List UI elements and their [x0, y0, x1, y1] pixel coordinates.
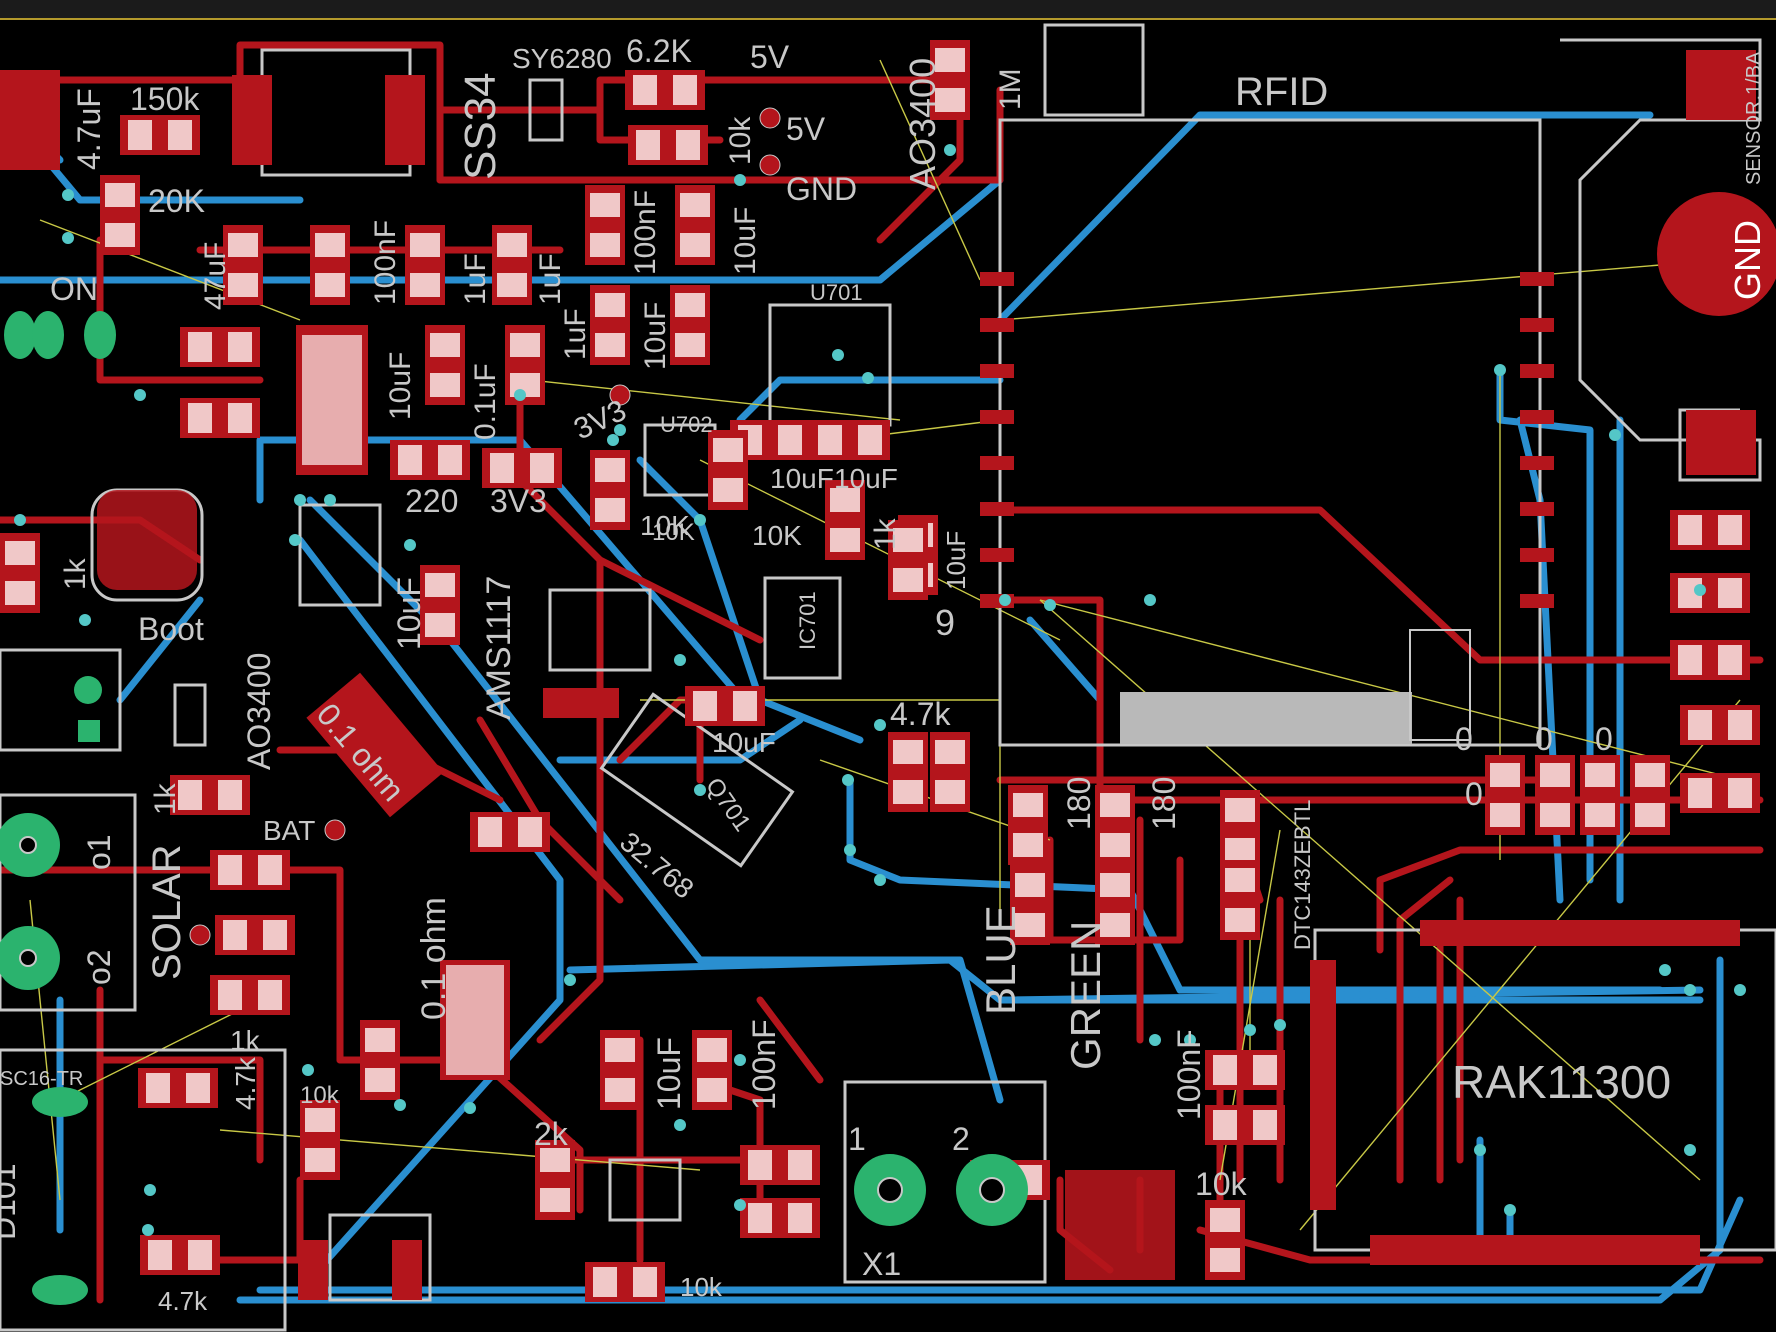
label-1m: 1M [994, 68, 1027, 110]
window-title-bar [0, 0, 1776, 20]
label-zero-d: 0 [1465, 776, 1483, 812]
label-green: GREEN [1062, 921, 1109, 1070]
through-hole-pads[interactable] [0, 311, 1028, 1305]
label-3v3-b: 3V3 [490, 483, 547, 519]
label-100nf-b: 100nF [629, 190, 662, 275]
label-d101: D101 [0, 1164, 22, 1241]
label-4-7k-a: 4.7k [890, 696, 951, 732]
label-100nf-d: 100nF [1171, 1029, 1207, 1120]
label-10k-u702: 10K [652, 519, 695, 546]
label-4-7k-b: 4.7k [230, 1056, 261, 1110]
label-180-b: 180 [1146, 777, 1182, 830]
label-10k-c: 10K [752, 520, 802, 551]
label-10k-b: 10K [640, 510, 690, 541]
label-u701: U701 [810, 280, 863, 305]
label-10uf-i: 10uF [712, 727, 776, 758]
label-ohm-b: 0.1 ohm [415, 897, 453, 1020]
gnd-big-pad[interactable] [1657, 192, 1776, 316]
label-1uf-b: 1uF [534, 253, 567, 305]
rfid-outline-segment [1409, 629, 1471, 741]
label-bat: BAT [263, 815, 315, 846]
label-solar: SOLAR [145, 844, 189, 980]
label-rfid: RFID [1235, 70, 1328, 114]
large-components [0, 70, 1175, 1300]
label-1uf-a: 1uF [459, 253, 492, 305]
rfid-module-outline[interactable] [998, 118, 1542, 747]
label-ao3400-mid: AO3400 [241, 653, 277, 770]
label-10k-d: 10k [300, 1082, 340, 1109]
sensor-pad-top[interactable] [1686, 50, 1756, 120]
label-100nf-c: 100nF [746, 1019, 782, 1110]
label-10uf-j: 10uF [651, 1037, 687, 1110]
label-6-2k: 6.2K [626, 33, 692, 69]
label-0-1uf: 0.1uF [469, 363, 502, 440]
label-9: 9 [935, 602, 955, 643]
label-150k: 150k [130, 81, 200, 117]
sensor-pad-bottom[interactable] [1686, 410, 1756, 475]
label-10k-e: 10k [1195, 1166, 1248, 1202]
label-sy6280: SY6280 [512, 43, 612, 74]
label-10uf-h: 10uF [391, 577, 427, 650]
label-sc16: SC16-TR [0, 1068, 83, 1090]
label-1k-b: 1k [59, 557, 92, 590]
label-4-7uf: 4.7uF [71, 88, 107, 170]
label-5v-mid: 5V [786, 111, 826, 147]
smd-pads [0, 40, 1760, 1302]
label-boot: Boot [138, 611, 204, 647]
canvas-background [0, 20, 1776, 1332]
label-ams1117: AMS1117 [480, 576, 518, 720]
label-2k: 2k [534, 1116, 569, 1152]
label-10uf-g: 10uF [941, 531, 971, 590]
label-gnd-big: GND [1727, 220, 1768, 300]
label-on: ON [50, 271, 98, 307]
vias [14, 144, 1746, 1236]
label-47uf: 47uF [199, 242, 232, 310]
label-sensor: SENSOR.1/BA [1743, 51, 1765, 185]
label-ao3400-top: AO3400 [902, 58, 943, 190]
label-10uf-a: 10uF [729, 207, 762, 275]
label-blue: BLUE [977, 905, 1024, 1015]
label-zero-a: 0 [1455, 721, 1473, 757]
label-10uf-c: 10uF [384, 352, 417, 420]
label-10uf-b: 10uF [639, 302, 672, 370]
label-180-a: 180 [1061, 777, 1097, 830]
rfid-pins [980, 272, 1554, 608]
rfid-antenna-area [1120, 692, 1412, 744]
label-gnd-tp: GND [786, 171, 857, 207]
label-ss34: SS34 [456, 72, 505, 180]
label-x1: X1 [862, 1246, 901, 1282]
label-10uf-e: 10uF [770, 463, 834, 494]
label-zero-b: 0 [1535, 721, 1553, 757]
label-1k-c: 1k [149, 782, 182, 815]
label-o2: o2 [81, 949, 117, 985]
label-10uf-f: 10uF [834, 463, 898, 494]
label-dtc143: DTC143ZEBTL [1290, 800, 1315, 950]
label-20k: 20K [148, 183, 205, 219]
label-zero-c: 0 [1595, 721, 1613, 757]
label-2: 2 [952, 1121, 970, 1157]
label-220: 220 [405, 483, 458, 519]
rak11300-pins [1310, 920, 1740, 1265]
label-o1: o1 [81, 834, 117, 870]
label-u702: U702 [660, 412, 713, 437]
label-10k-f: 10k [680, 1272, 723, 1302]
label-1k-d: 1k [230, 1025, 261, 1056]
test-points[interactable] [189, 107, 781, 946]
label-1k-a: 1k [869, 517, 902, 550]
label-10k-a: 10k [724, 116, 757, 165]
label-1uf-c: 1uF [559, 308, 592, 360]
label-ic701: IC701 [795, 591, 820, 650]
label-4-7k-c: 4.7k [158, 1286, 208, 1316]
label-rak11300: RAK11300 [1452, 1056, 1671, 1108]
through-hole-drills [19, 836, 1005, 1203]
label-5v-top: 5V [750, 39, 790, 75]
label-100nf-a: 100nF [369, 220, 402, 305]
label-1: 1 [848, 1121, 866, 1157]
